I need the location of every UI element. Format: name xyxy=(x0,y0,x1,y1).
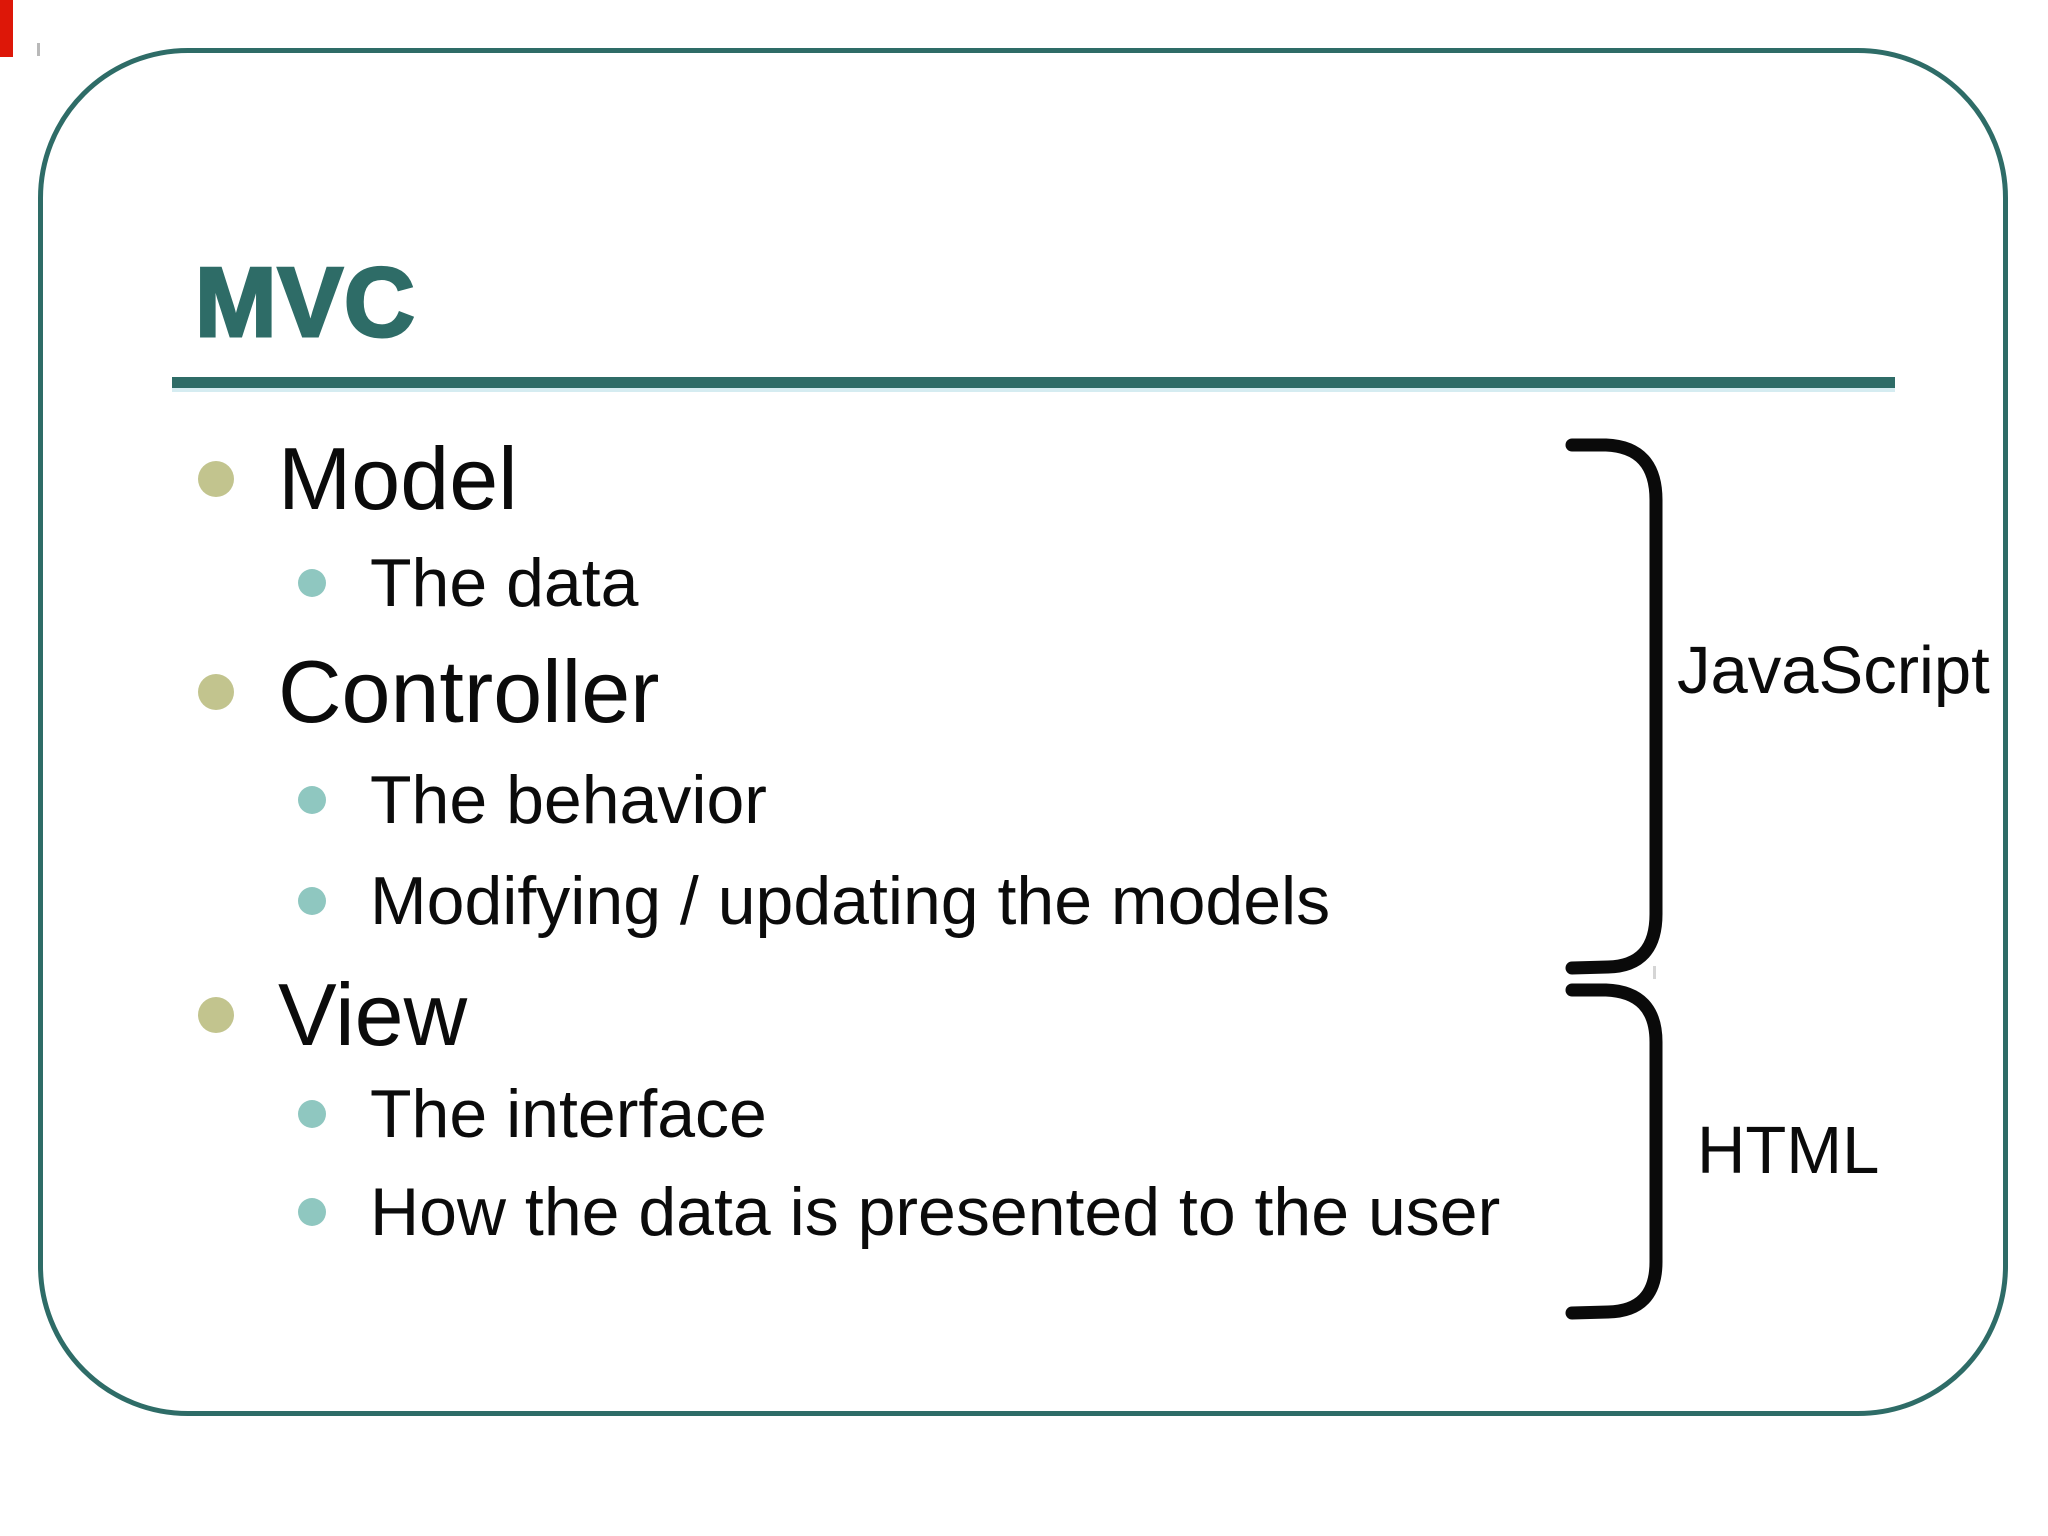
list-item-label: The interface xyxy=(370,1076,767,1152)
list-item: Controller xyxy=(198,648,659,736)
list-item: How the data is presented to the user xyxy=(298,1177,1500,1247)
bullet-icon xyxy=(198,997,234,1033)
list-item-label: Model xyxy=(278,429,518,528)
screen-edge-red-artifact xyxy=(0,0,13,57)
bullet-icon xyxy=(198,461,234,497)
sub-bullet-icon xyxy=(298,1198,326,1226)
list-item: Modifying / updating the models xyxy=(298,866,1330,936)
list-item: The interface xyxy=(298,1079,767,1149)
list-item-label: The behavior xyxy=(370,762,767,838)
bullet-icon xyxy=(198,674,234,710)
list-item: View xyxy=(198,971,467,1059)
sub-bullet-icon xyxy=(298,786,326,814)
sub-bullet-icon xyxy=(298,887,326,915)
list-item: The behavior xyxy=(298,765,767,835)
list-item: Model xyxy=(198,435,518,523)
list-item: The data xyxy=(298,548,638,618)
list-item-label: The data xyxy=(370,545,639,621)
slide-title: MVC xyxy=(194,247,417,357)
title-underline xyxy=(172,377,1895,392)
sub-bullet-icon xyxy=(298,1100,326,1128)
list-item-label: Controller xyxy=(278,642,660,741)
javascript-label: JavaScript xyxy=(1677,633,1990,708)
slide-border xyxy=(38,48,2008,1416)
list-item-label: How the data is presented to the user xyxy=(370,1174,1501,1250)
html-label: HTML xyxy=(1697,1113,1880,1188)
corner-tick-artifact xyxy=(37,43,40,56)
sub-bullet-icon xyxy=(298,569,326,597)
list-item-label: View xyxy=(278,965,468,1064)
list-item-label: Modifying / updating the models xyxy=(370,863,1331,939)
